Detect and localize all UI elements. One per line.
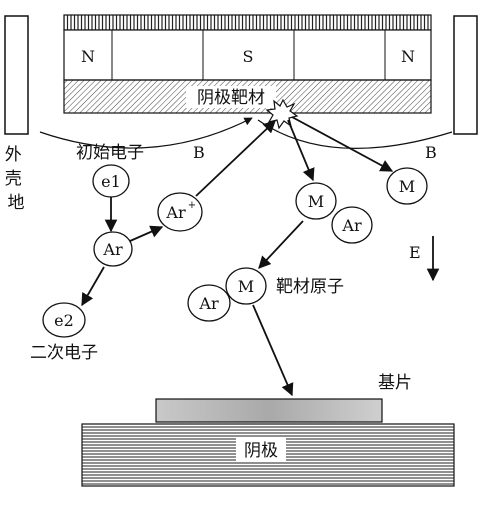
particle-m-lower: M <box>225 267 267 305</box>
outer-shell-char-1: 外 <box>5 145 22 165</box>
impact-spark-icon <box>265 98 299 130</box>
svg-text:Ar: Ar <box>165 203 186 222</box>
target-atom-label: 靶材原子 <box>276 277 344 297</box>
target-label-bg <box>186 86 276 108</box>
particle-e2: e2 <box>42 302 86 338</box>
particle-m-center: M <box>295 182 337 220</box>
field-b-right: B <box>425 143 437 162</box>
svg-text:Ar: Ar <box>102 240 123 259</box>
outer-shell-label: 外 壳 地 <box>5 145 27 213</box>
svg-text:M: M <box>238 277 254 296</box>
outer-shell-left <box>4 15 29 135</box>
substrate-label: 基片 <box>378 373 412 393</box>
particle-ar-ion: Ar + <box>157 192 203 232</box>
magnet-pole-s: S <box>243 47 254 66</box>
initial-electron-label: 初始电子 <box>76 143 144 163</box>
outer-shell-char-2: 壳 <box>5 169 22 189</box>
svg-text:M: M <box>399 177 415 196</box>
m-center-to-m-lower-arrow <box>258 220 304 269</box>
field-e: E <box>409 243 421 262</box>
outer-shell-char-3: 地 <box>8 193 25 213</box>
magnetic-field-arc-left <box>39 117 253 149</box>
svg-text:e2: e2 <box>54 311 74 330</box>
particle-ar-near-m: Ar <box>331 206 373 244</box>
substrate <box>155 398 383 423</box>
target-to-m-center-arrow <box>287 119 315 182</box>
svg-text:Ar: Ar <box>341 216 362 235</box>
ar-to-ar-ion-arrow <box>129 225 164 242</box>
svg-text:+: + <box>188 200 196 211</box>
ar-ion-to-target-arrow <box>195 120 276 197</box>
magnet-body <box>63 29 432 81</box>
svg-text:Ar: Ar <box>198 294 219 313</box>
particle-ar-lower: Ar <box>187 284 231 322</box>
target-label: 阴极靶材 <box>197 88 265 108</box>
secondary-electron-label: 二次电子 <box>30 343 98 363</box>
cathode-label-bg <box>236 438 286 462</box>
magnetic-field-arc-right <box>257 119 453 149</box>
magnet-pole-n-right: N <box>401 47 415 66</box>
particle-m-right: M <box>386 167 428 205</box>
field-b-left: B <box>193 143 205 162</box>
target-to-m-right-arrow <box>291 116 394 172</box>
svg-text:M: M <box>308 192 324 211</box>
magnet-pole-n-left: N <box>81 47 95 66</box>
cathode-label: 阴极 <box>244 441 278 461</box>
outer-shell-right <box>453 15 478 135</box>
particle-e1: e1 <box>92 164 130 198</box>
magnet-yoke <box>63 14 432 31</box>
svg-text:e1: e1 <box>101 172 121 191</box>
m-lower-to-substrate-arrow <box>252 304 294 397</box>
ar-to-e2-arrow <box>81 266 105 307</box>
particle-ar-center: Ar <box>93 231 133 267</box>
